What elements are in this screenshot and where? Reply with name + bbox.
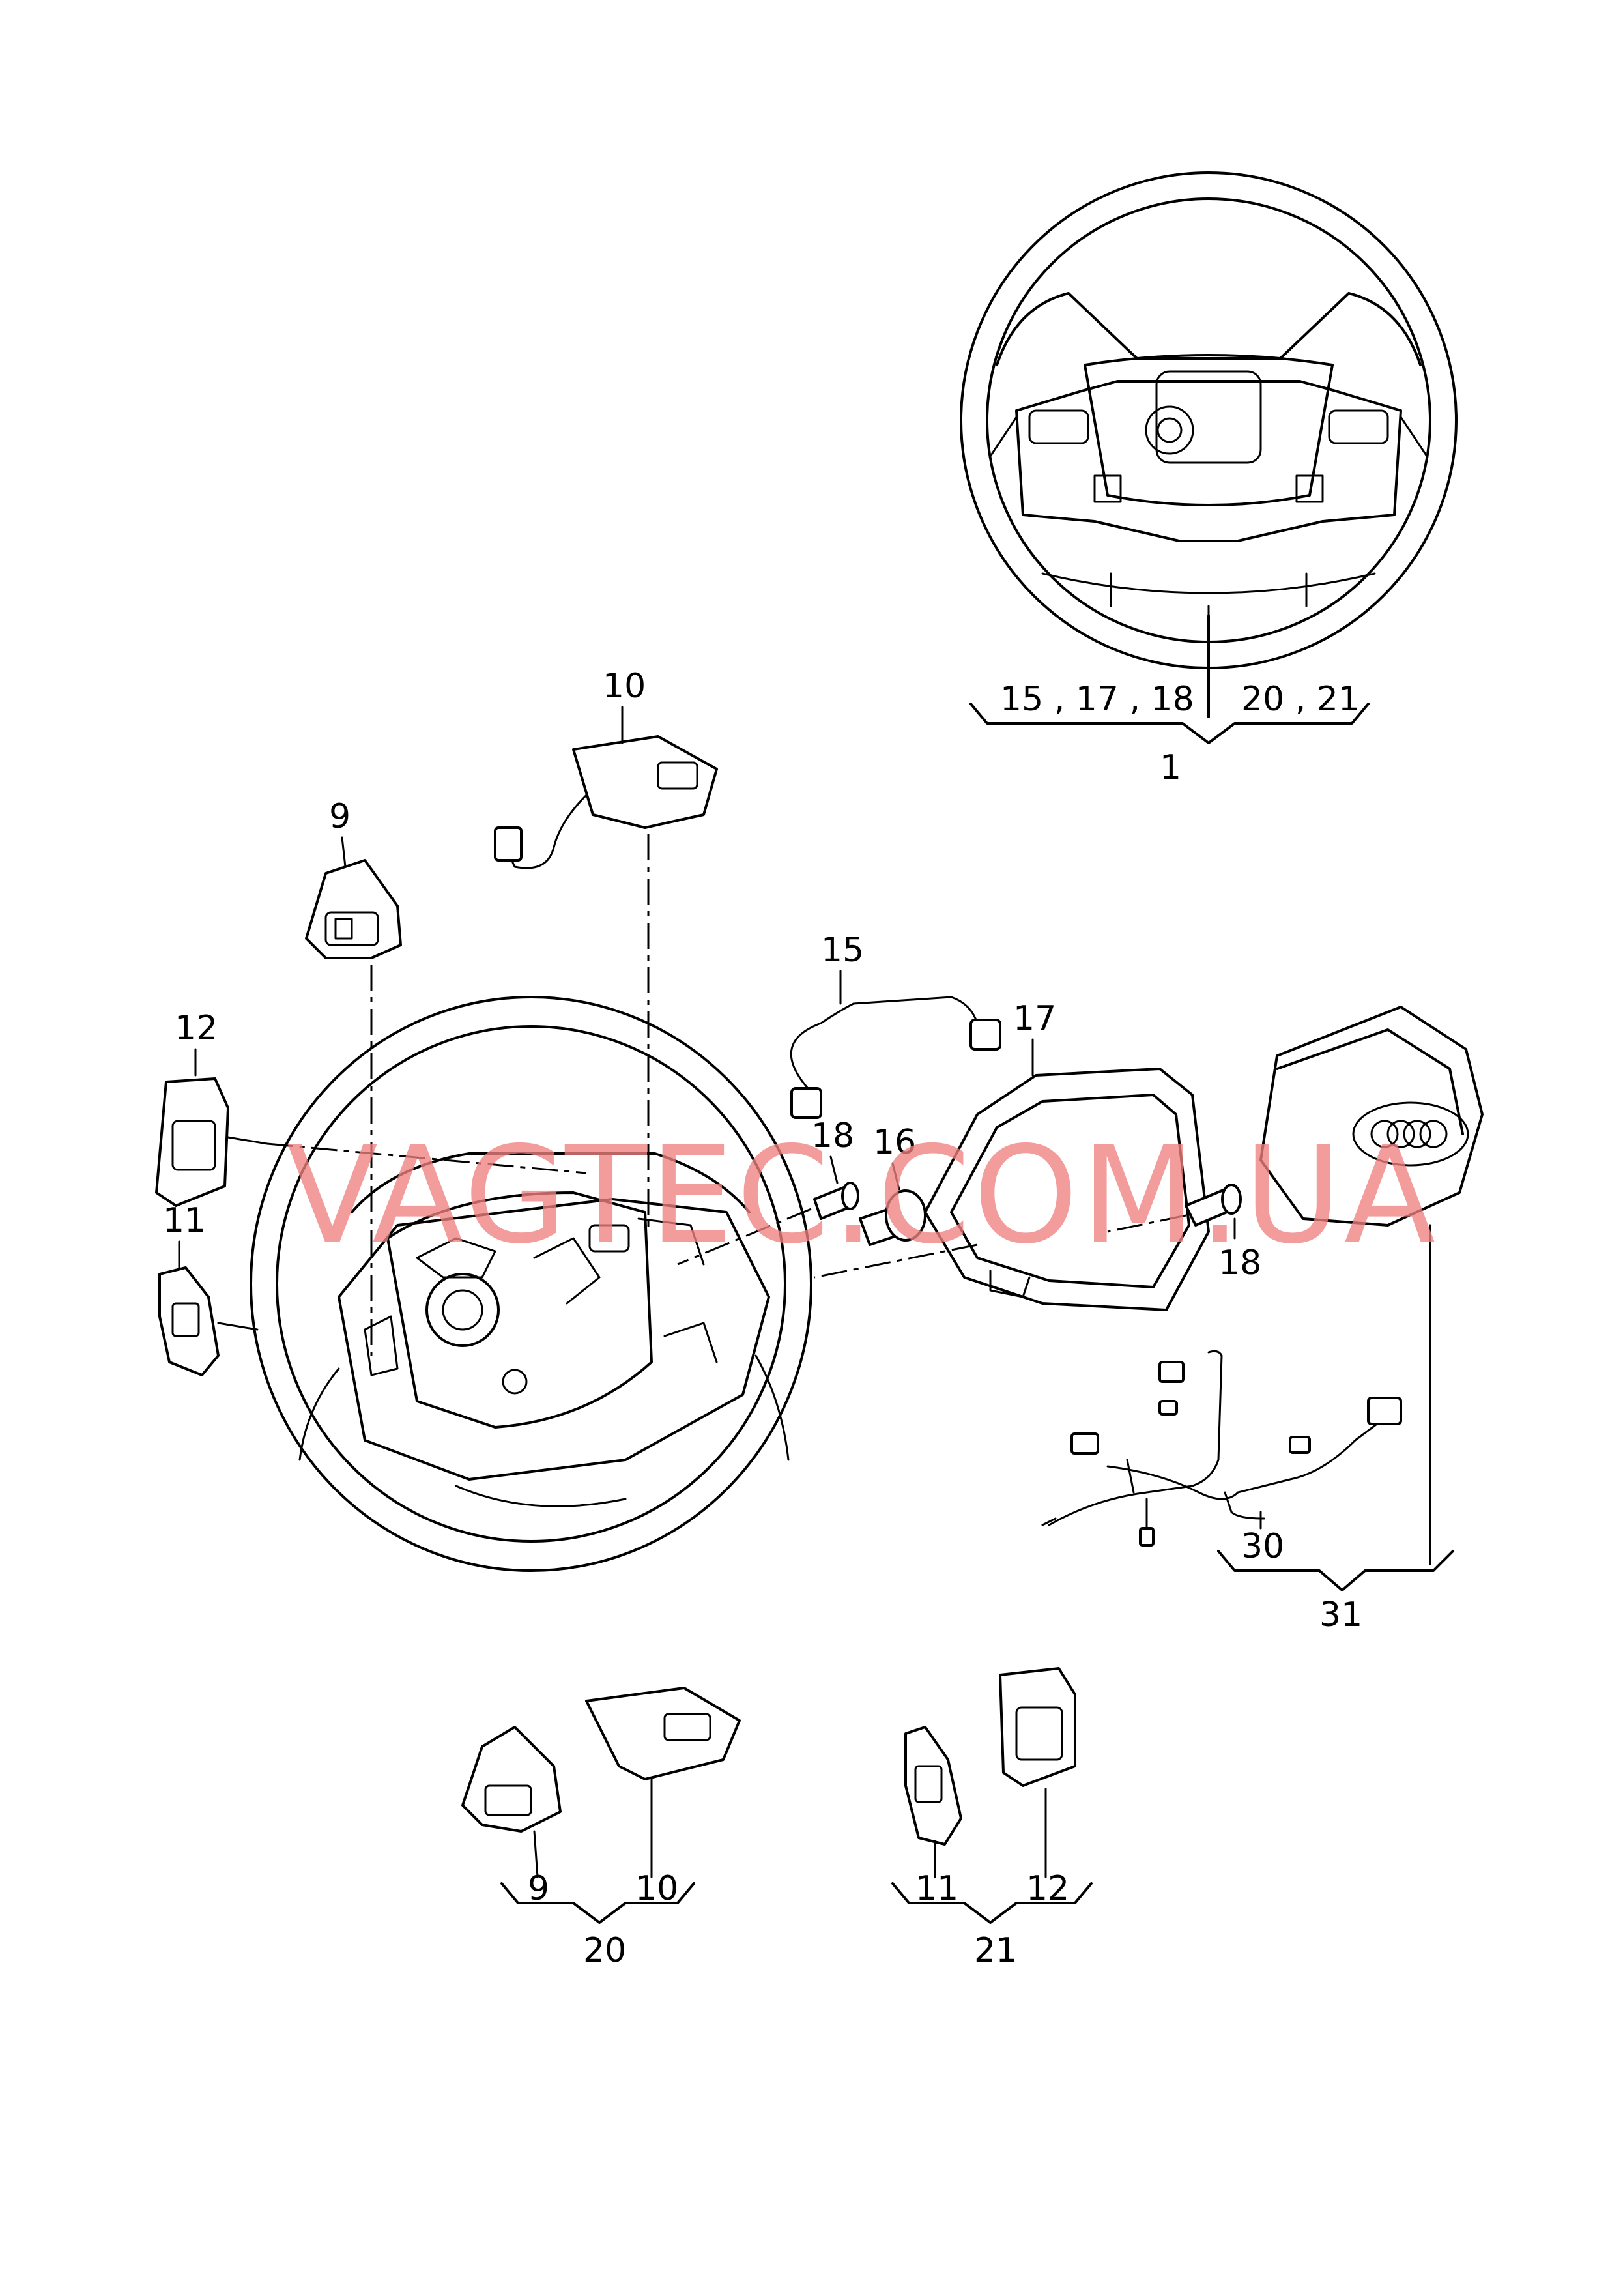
- screw-18-left: [677, 1182, 859, 1266]
- callout-18-left: 18: [811, 1116, 854, 1155]
- callout-group1-right: 20 , 21: [1241, 680, 1360, 719]
- callout-group21-12: 12: [1026, 1869, 1069, 1908]
- callout-1: 1: [1160, 748, 1181, 787]
- bracket-group-31: [1217, 1550, 1454, 1591]
- group-21-parts: [891, 1667, 1093, 1924]
- trim-frame-17: [814, 1068, 1210, 1311]
- callout-group20-10: 10: [635, 1869, 678, 1908]
- callout-9: 9: [329, 797, 351, 836]
- callout-group21-11: 11: [915, 1869, 958, 1908]
- callout-20: 20: [583, 1931, 626, 1970]
- callout-group1-left: 15 , 17 , 18: [1000, 680, 1194, 719]
- callout-17: 17: [1013, 999, 1056, 1038]
- main-steering-wheel: [250, 996, 812, 1572]
- control-module-12: [155, 1077, 587, 1207]
- button-module-10: [494, 735, 718, 1232]
- wiring-harness-30: [1041, 1350, 1402, 1547]
- callout-16: 16: [873, 1123, 916, 1162]
- group-20-parts: [461, 1687, 741, 1924]
- bolt-16: [859, 1189, 926, 1246]
- callout-12: 12: [175, 1009, 218, 1048]
- callout-10: 10: [603, 667, 646, 706]
- steering-wheel-assembly: [960, 171, 1458, 669]
- bracket-group-1: [969, 615, 1370, 744]
- callout-group20-9: 9: [528, 1869, 549, 1908]
- button-module-9: [305, 859, 402, 1356]
- cable-15: [790, 996, 1001, 1119]
- callout-11: 11: [163, 1201, 206, 1240]
- screw-18-right: [1107, 1184, 1242, 1233]
- callout-21: 21: [974, 1931, 1017, 1970]
- control-module-11: [158, 1266, 259, 1376]
- callout-31: 31: [1319, 1595, 1362, 1635]
- callout-15: 15: [821, 931, 864, 970]
- watermark: VAGTEC.COM.UA: [287, 1118, 1438, 1273]
- callout-30: 30: [1241, 1527, 1284, 1566]
- callout-18-right: 18: [1218, 1243, 1261, 1283]
- airbag-31: [1259, 1006, 1484, 1565]
